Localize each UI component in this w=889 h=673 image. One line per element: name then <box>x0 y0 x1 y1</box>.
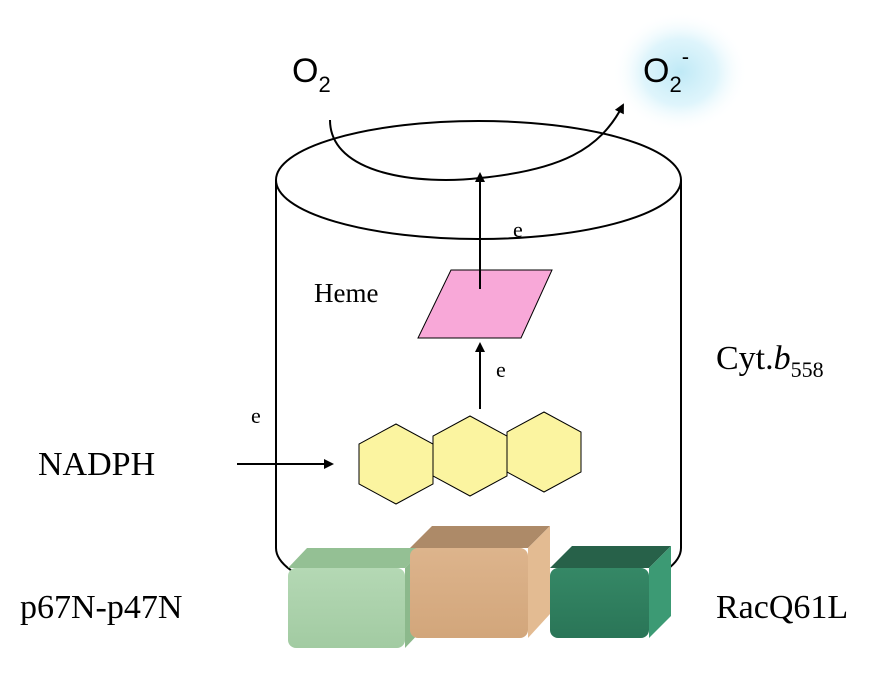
hexagon-1 <box>358 423 434 505</box>
cytochrome-label: Cyt.b558 <box>716 340 824 382</box>
electron-label-top: e <box>513 217 523 242</box>
heme-icon <box>417 269 553 339</box>
protein-cube-p47 <box>410 526 550 638</box>
superoxide-glow <box>612 12 748 132</box>
protein-cube-rac <box>550 546 671 638</box>
hexagon-3 <box>506 411 582 493</box>
nadph-label: NADPH <box>38 446 155 483</box>
protein-cube-p67 <box>288 548 424 648</box>
electron-label-left: e <box>251 403 261 428</box>
p67-p47-label: p67N-p47N <box>20 589 182 626</box>
superoxide-label: O2- <box>643 44 689 97</box>
rac-label: RacQ61L <box>716 589 848 626</box>
oxygen-reduction-arrow <box>329 103 624 181</box>
hexagon-2 <box>432 415 508 497</box>
oxygen-label: O2 <box>292 52 331 97</box>
heme-label: Heme <box>314 278 378 308</box>
fad-hexagons <box>358 411 582 505</box>
electron-label-mid: e <box>496 357 506 382</box>
